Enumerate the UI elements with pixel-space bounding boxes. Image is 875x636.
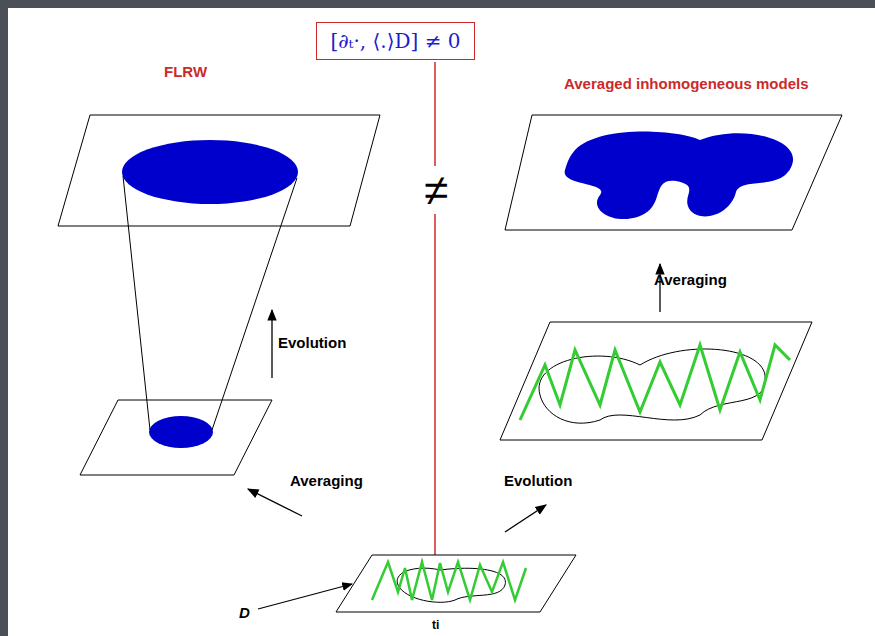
cone-line [212,178,297,430]
plane [500,322,812,440]
arrow-label: Averaging [652,272,729,289]
frame-bar [0,0,8,636]
divider-line [434,62,436,606]
panel-heading: FLRW [162,64,209,81]
cone-line [123,176,150,430]
arrow [248,489,302,516]
inequality-symbol: ≠ [422,166,450,214]
zigzag [520,345,790,420]
time-label: ti [430,619,441,632]
domain-label: D [237,605,252,622]
plane [80,400,272,475]
formula-text: [∂ₜ·, ⟨.⟩D] ≠ 0 [330,29,460,53]
arrow [271,310,272,378]
arrow-label: Averaging [288,473,365,490]
frame-bar [0,0,875,8]
ellipse [122,140,298,204]
arrow [505,505,546,532]
arrow-label: Evolution [276,335,348,352]
ellipse [149,416,213,448]
plane [505,115,842,230]
arrow-label: Evolution [502,473,574,490]
formula-box: [∂ₜ·, ⟨.⟩D] ≠ 0 [316,22,475,60]
panel-heading: Averaged inhomogeneous models [562,76,811,93]
blob [565,131,793,219]
plane [336,555,576,612]
pointer-arrow [258,584,352,609]
zigzag [372,562,526,600]
plane [58,115,380,226]
